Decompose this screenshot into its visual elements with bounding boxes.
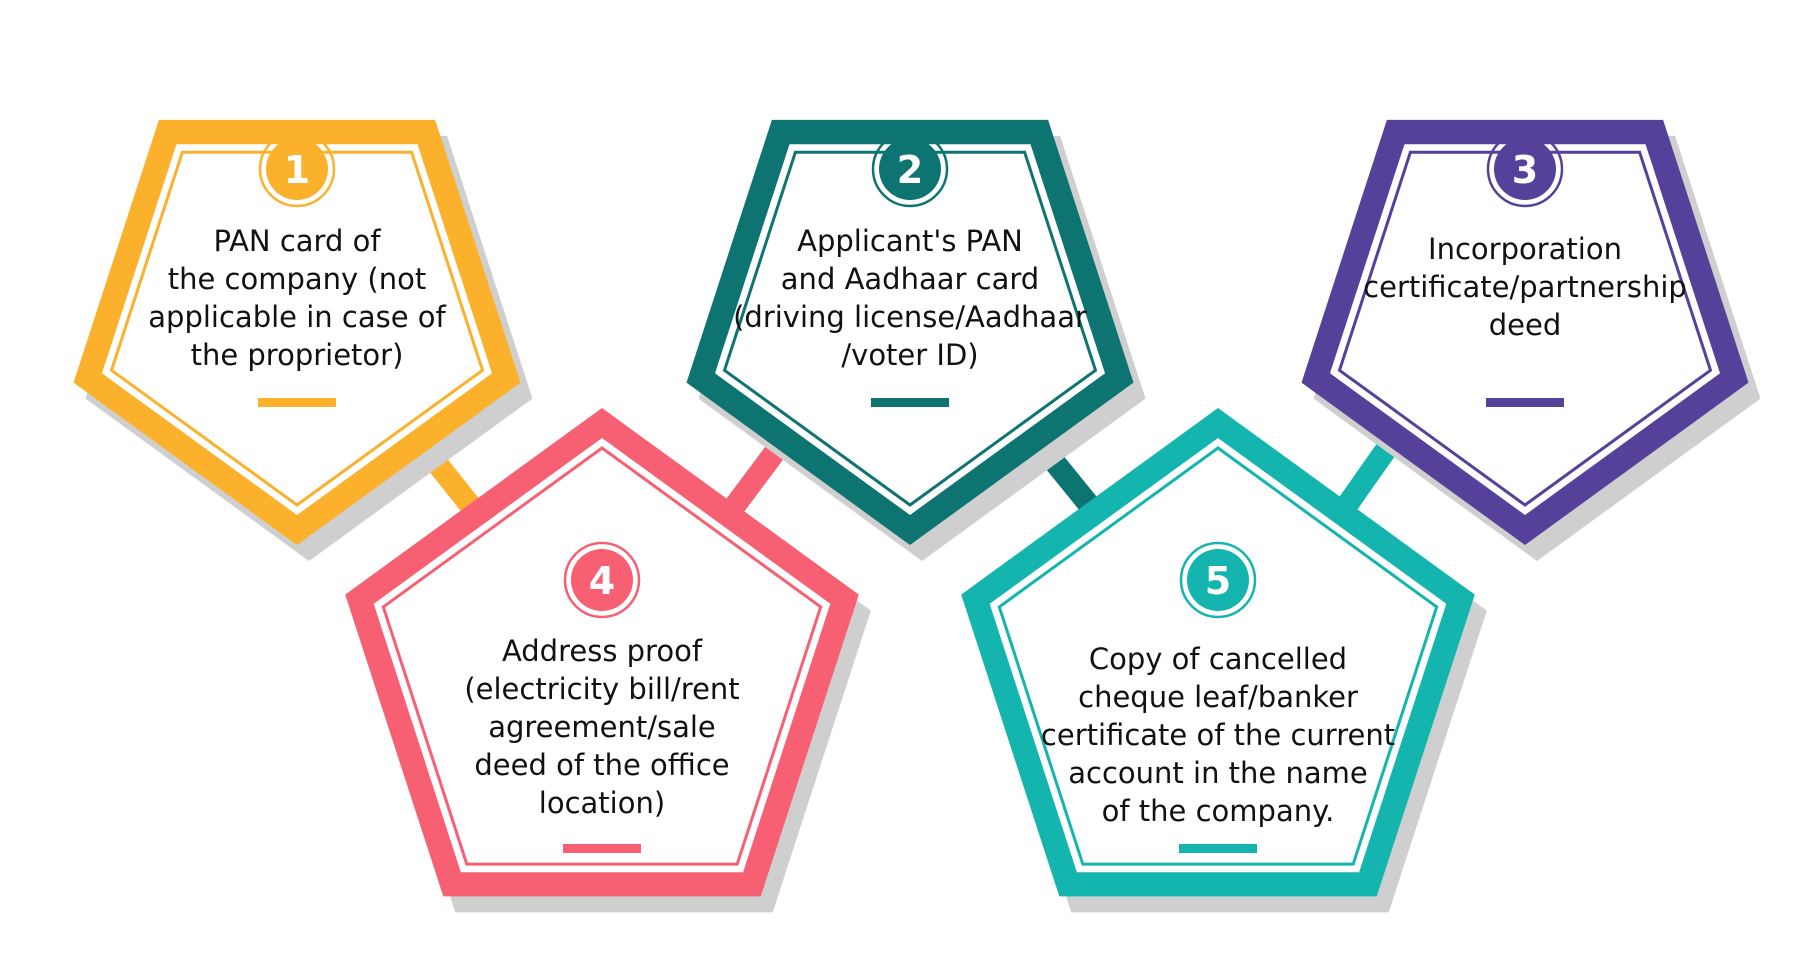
number-5-label: 5 (1205, 559, 1231, 603)
number-3-label: 3 (1512, 148, 1538, 192)
item-4-text: Address proof (electricity bill/rent agr… (464, 634, 740, 820)
divider-4 (563, 844, 641, 853)
number-2-badge (879, 138, 941, 200)
connector-5-3 (1336, 437, 1399, 515)
connector-4-2 (719, 445, 784, 522)
pentagon-item-5: 5 (961, 408, 1487, 913)
number-4-badge (571, 549, 633, 611)
pentagon-5-inner (989, 438, 1447, 873)
number-5-ring (1179, 541, 1257, 619)
number-2-ring (871, 130, 949, 208)
pentagon-item-3: 3 (1301, 119, 1761, 561)
number-2-label: 2 (897, 148, 923, 192)
pentagon-4-inner (373, 438, 831, 873)
number-1-ring (258, 130, 336, 208)
number-3-ring (1486, 130, 1564, 208)
divider-1 (258, 398, 336, 407)
item-5-text: Copy of cancelled cheque leaf/banker cer… (1040, 642, 1396, 828)
divider-2 (871, 398, 949, 407)
pentagon-2-inner (715, 144, 1105, 515)
pentagon-3-inner (1330, 144, 1720, 515)
pentagon-item-2: 2 (686, 119, 1146, 561)
divider-3 (1486, 398, 1564, 407)
number-1-badge (266, 138, 328, 200)
pentagon-item-4: 4 (345, 408, 871, 913)
pentagon-1-inner (102, 144, 492, 515)
pentagon-item-1: 1 (73, 119, 533, 561)
item-1-text: PAN card of the company (not applicable … (148, 224, 446, 372)
shapes: 1 2 3 4 5 (73, 119, 1761, 913)
divider-5 (1179, 844, 1257, 853)
pentagon-4-inner-outline (381, 446, 823, 866)
pentagon-5-inner-outline (997, 446, 1439, 866)
number-3-badge (1494, 138, 1556, 200)
number-1-label: 1 (284, 148, 310, 192)
number-4-ring (563, 541, 641, 619)
item-2-text: Applicant's PAN and Aadhaar card (drivin… (733, 224, 1087, 372)
number-4-label: 4 (589, 559, 615, 603)
number-5-badge (1187, 549, 1249, 611)
item-3-text: Incorporation certificate/partnership de… (1363, 232, 1687, 342)
